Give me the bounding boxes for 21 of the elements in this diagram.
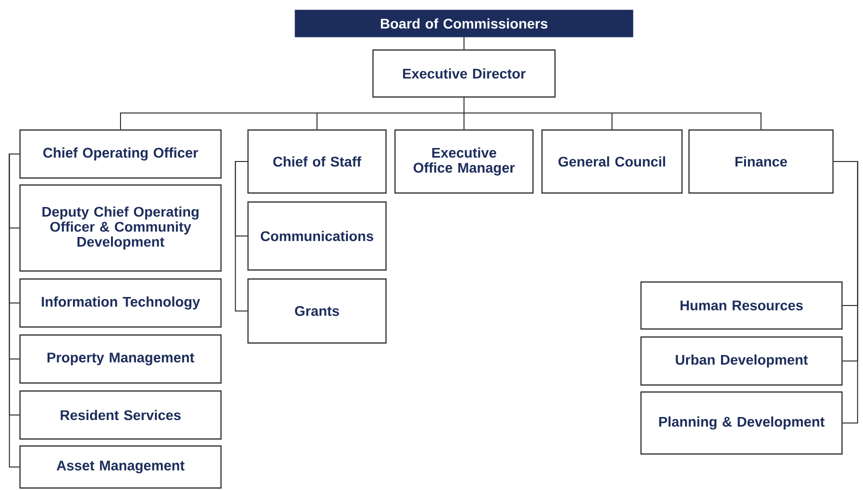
role-box: Resident Services xyxy=(19,390,222,440)
role-box: Communications xyxy=(247,201,387,271)
role-box: Information Technology xyxy=(19,278,222,328)
role-box: Deputy Chief Operating Officer & Community Development xyxy=(19,184,222,272)
connector-line xyxy=(833,161,858,424)
connector-line xyxy=(234,161,248,312)
role-box: Finance xyxy=(688,129,834,194)
role-box: Grants xyxy=(247,278,387,344)
role-box: Executive Director xyxy=(372,49,556,98)
role-box: Human Resources xyxy=(640,281,843,330)
role-box: Executive Office Manager xyxy=(394,129,534,194)
connector-line xyxy=(8,154,20,468)
role-box: Property Management xyxy=(19,334,222,384)
role-box: General Council xyxy=(541,129,683,194)
role-box: Planning & Development xyxy=(640,391,843,455)
connector-line xyxy=(464,97,762,130)
title-banner: Board of Commissioners xyxy=(294,10,634,38)
role-box: Urban Development xyxy=(640,336,843,386)
role-box: Chief of Staff xyxy=(247,129,387,194)
role-box: Chief Operating Officer xyxy=(19,129,222,179)
role-box: Asset Management xyxy=(19,445,222,489)
